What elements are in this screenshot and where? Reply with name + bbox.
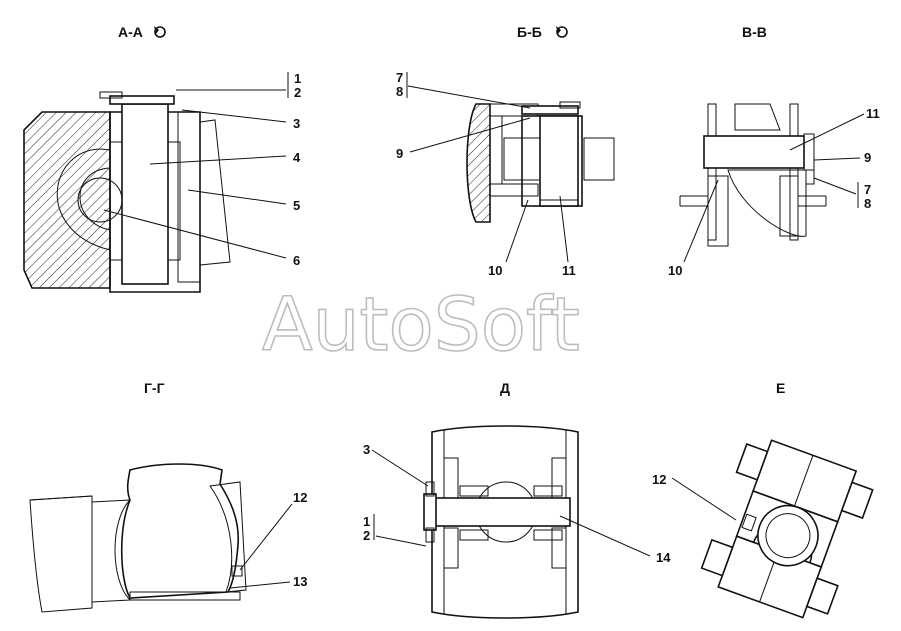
view-d: Д 3 1 2 14 bbox=[363, 380, 671, 619]
callout-12: 12 bbox=[293, 490, 307, 505]
housing-right-wall bbox=[177, 111, 201, 283]
callout-13: 13 bbox=[293, 574, 307, 589]
view-title-v: В-В bbox=[742, 24, 767, 40]
view-e: Е 12 bbox=[652, 380, 874, 619]
section-view-a: А-А 1 2 3 4 5 6 bbox=[23, 24, 301, 293]
flange bbox=[466, 103, 491, 223]
callout-1: 1 bbox=[363, 514, 370, 529]
housing-outline bbox=[431, 425, 579, 619]
section-view-b: Б-Б 7 8 9 10 11 bbox=[396, 24, 615, 278]
pin bbox=[433, 497, 571, 527]
callout-1: 1 bbox=[294, 71, 301, 86]
callout-9: 9 bbox=[864, 150, 871, 165]
callout-7: 7 bbox=[396, 70, 403, 85]
callout-8: 8 bbox=[864, 196, 871, 211]
ball-joint bbox=[120, 463, 240, 599]
rotate-icon bbox=[153, 25, 166, 38]
cover-plate bbox=[129, 591, 241, 601]
view-title-e: Е bbox=[776, 380, 785, 396]
housing-left bbox=[23, 111, 111, 289]
callout-6: 6 bbox=[293, 253, 300, 268]
pin bbox=[703, 135, 805, 169]
view-title-b: Б-Б bbox=[517, 24, 542, 40]
callout-3: 3 bbox=[293, 116, 300, 131]
section-view-v: В-В 11 9 7 8 10 bbox=[668, 24, 880, 278]
callout-5: 5 bbox=[293, 198, 300, 213]
callout-3: 3 bbox=[363, 442, 370, 457]
callout-4: 4 bbox=[293, 150, 301, 165]
callout-10: 10 bbox=[488, 263, 502, 278]
rotate-icon bbox=[555, 25, 568, 38]
split-clamp bbox=[700, 439, 874, 619]
view-title-g: Г-Г bbox=[144, 380, 165, 396]
lock-plate bbox=[109, 95, 175, 105]
pin bbox=[121, 103, 169, 285]
callout-7: 7 bbox=[864, 182, 871, 197]
callout-9: 9 bbox=[396, 146, 403, 161]
shaft-sleeve bbox=[29, 495, 93, 613]
view-title-d: Д bbox=[500, 380, 510, 396]
pin bbox=[539, 115, 579, 207]
watermark-text: AutoSoft bbox=[262, 282, 580, 368]
callout-10: 10 bbox=[668, 263, 682, 278]
callout-12: 12 bbox=[652, 472, 666, 487]
section-view-g: Г-Г 12 13 bbox=[29, 380, 307, 613]
view-title-a: А-А bbox=[118, 24, 143, 40]
callout-11: 11 bbox=[562, 263, 576, 278]
callout-2: 2 bbox=[294, 85, 301, 100]
callout-8: 8 bbox=[396, 84, 403, 99]
bushing-left bbox=[109, 141, 123, 261]
callout-14: 14 bbox=[656, 550, 671, 565]
callout-2: 2 bbox=[363, 528, 370, 543]
callout-11: 11 bbox=[866, 106, 880, 121]
